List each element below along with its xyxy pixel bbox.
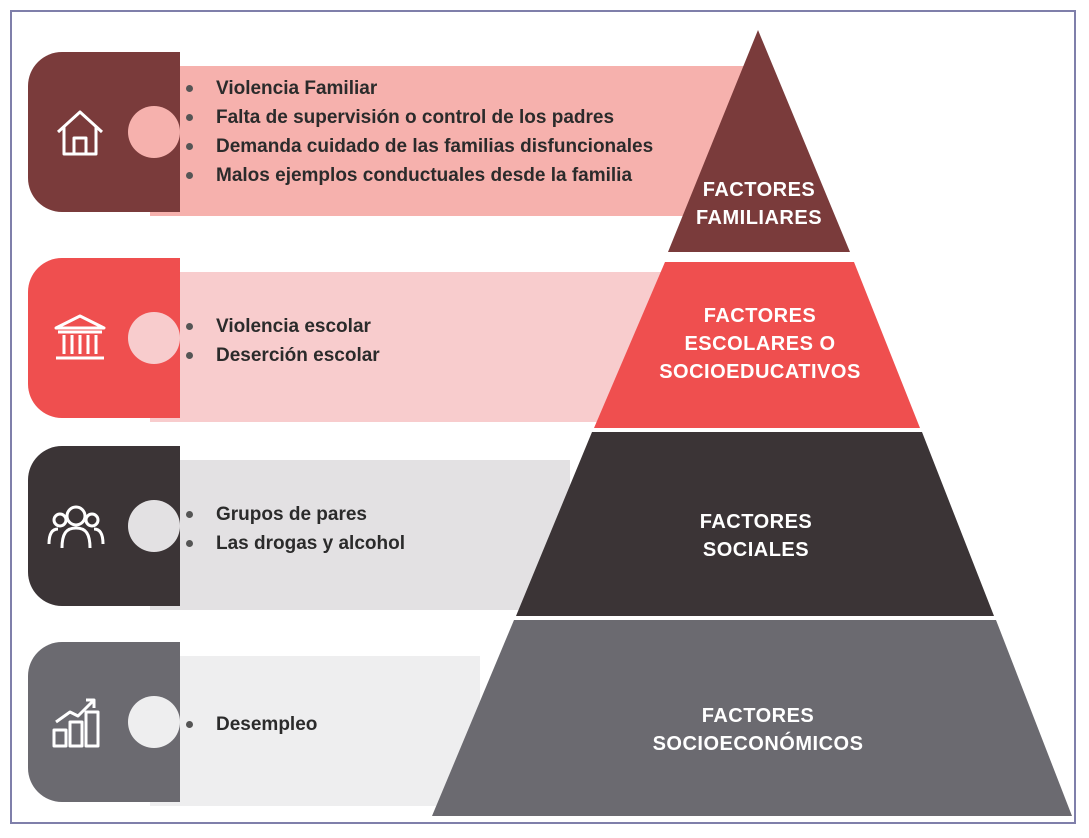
tier-familiar-notch [128, 106, 180, 158]
tier-socioeconomico-bullets: Desempleo [182, 710, 317, 739]
tier-socioeconomico-band [150, 656, 480, 806]
bullet-item: Las drogas y alcohol [182, 529, 405, 558]
pyramid-tier-social [516, 432, 994, 616]
pyramid-label-familiar: FACTORES FAMILIARES [668, 176, 850, 232]
label-line: ESCOLARES O [684, 333, 836, 355]
tier-socioeconomico-notch [128, 696, 180, 748]
pyramid-tier-socioeconomico [432, 620, 1072, 816]
bullet-item: Malos ejemplos conductuales desde la fam… [182, 161, 653, 190]
school-building-icon [50, 308, 110, 368]
bullet-item: Grupos de pares [182, 500, 405, 529]
pyramid-label-escolar: FACTORES ESCOLARES O SOCIOEDUCATIVOS [610, 302, 910, 386]
bullet-item: Deserción escolar [182, 341, 380, 370]
tier-familiar-bullets: Violencia Familiar Falta de supervisión … [182, 74, 653, 190]
tier-escolar-notch [128, 312, 180, 364]
pyramid-tier-familiar [668, 30, 850, 252]
bullet-item: Demanda cuidado de las familias disfunci… [182, 132, 653, 161]
label-line: SOCIOEDUCATIVOS [659, 361, 861, 383]
label-line: FACTORES [699, 511, 813, 533]
label-line: SOCIALES [702, 539, 810, 561]
label-line: FACTORES [701, 705, 815, 727]
bullet-item: Violencia escolar [182, 312, 380, 341]
tier-social-bullets: Grupos de pares Las drogas y alcohol [182, 500, 405, 558]
label-line: FACTORES [703, 305, 817, 327]
tier-social-band [150, 460, 570, 610]
bar-chart-growth-icon [48, 692, 108, 752]
pyramid-label-social: FACTORES SOCIALES [606, 508, 906, 564]
label-line: FACTORES [702, 179, 816, 201]
label-line: FAMILIARES [695, 207, 823, 229]
house-icon [50, 102, 110, 162]
pyramid-label-socioeconomico: FACTORES SOCIOECONÓMICOS [578, 702, 938, 758]
label-line: SOCIOECONÓMICOS [652, 733, 864, 755]
bullet-item: Falta de supervisión o control de los pa… [182, 103, 653, 132]
pyramid-tier-escolar [594, 262, 920, 428]
tier-social-notch [128, 500, 180, 552]
bullet-item: Desempleo [182, 710, 317, 739]
tier-familiar-band [150, 66, 760, 216]
bullet-item: Violencia Familiar [182, 74, 653, 103]
tier-escolar-band [150, 272, 670, 422]
tier-escolar-bullets: Violencia escolar Deserción escolar [182, 312, 380, 370]
people-group-icon [46, 496, 106, 556]
